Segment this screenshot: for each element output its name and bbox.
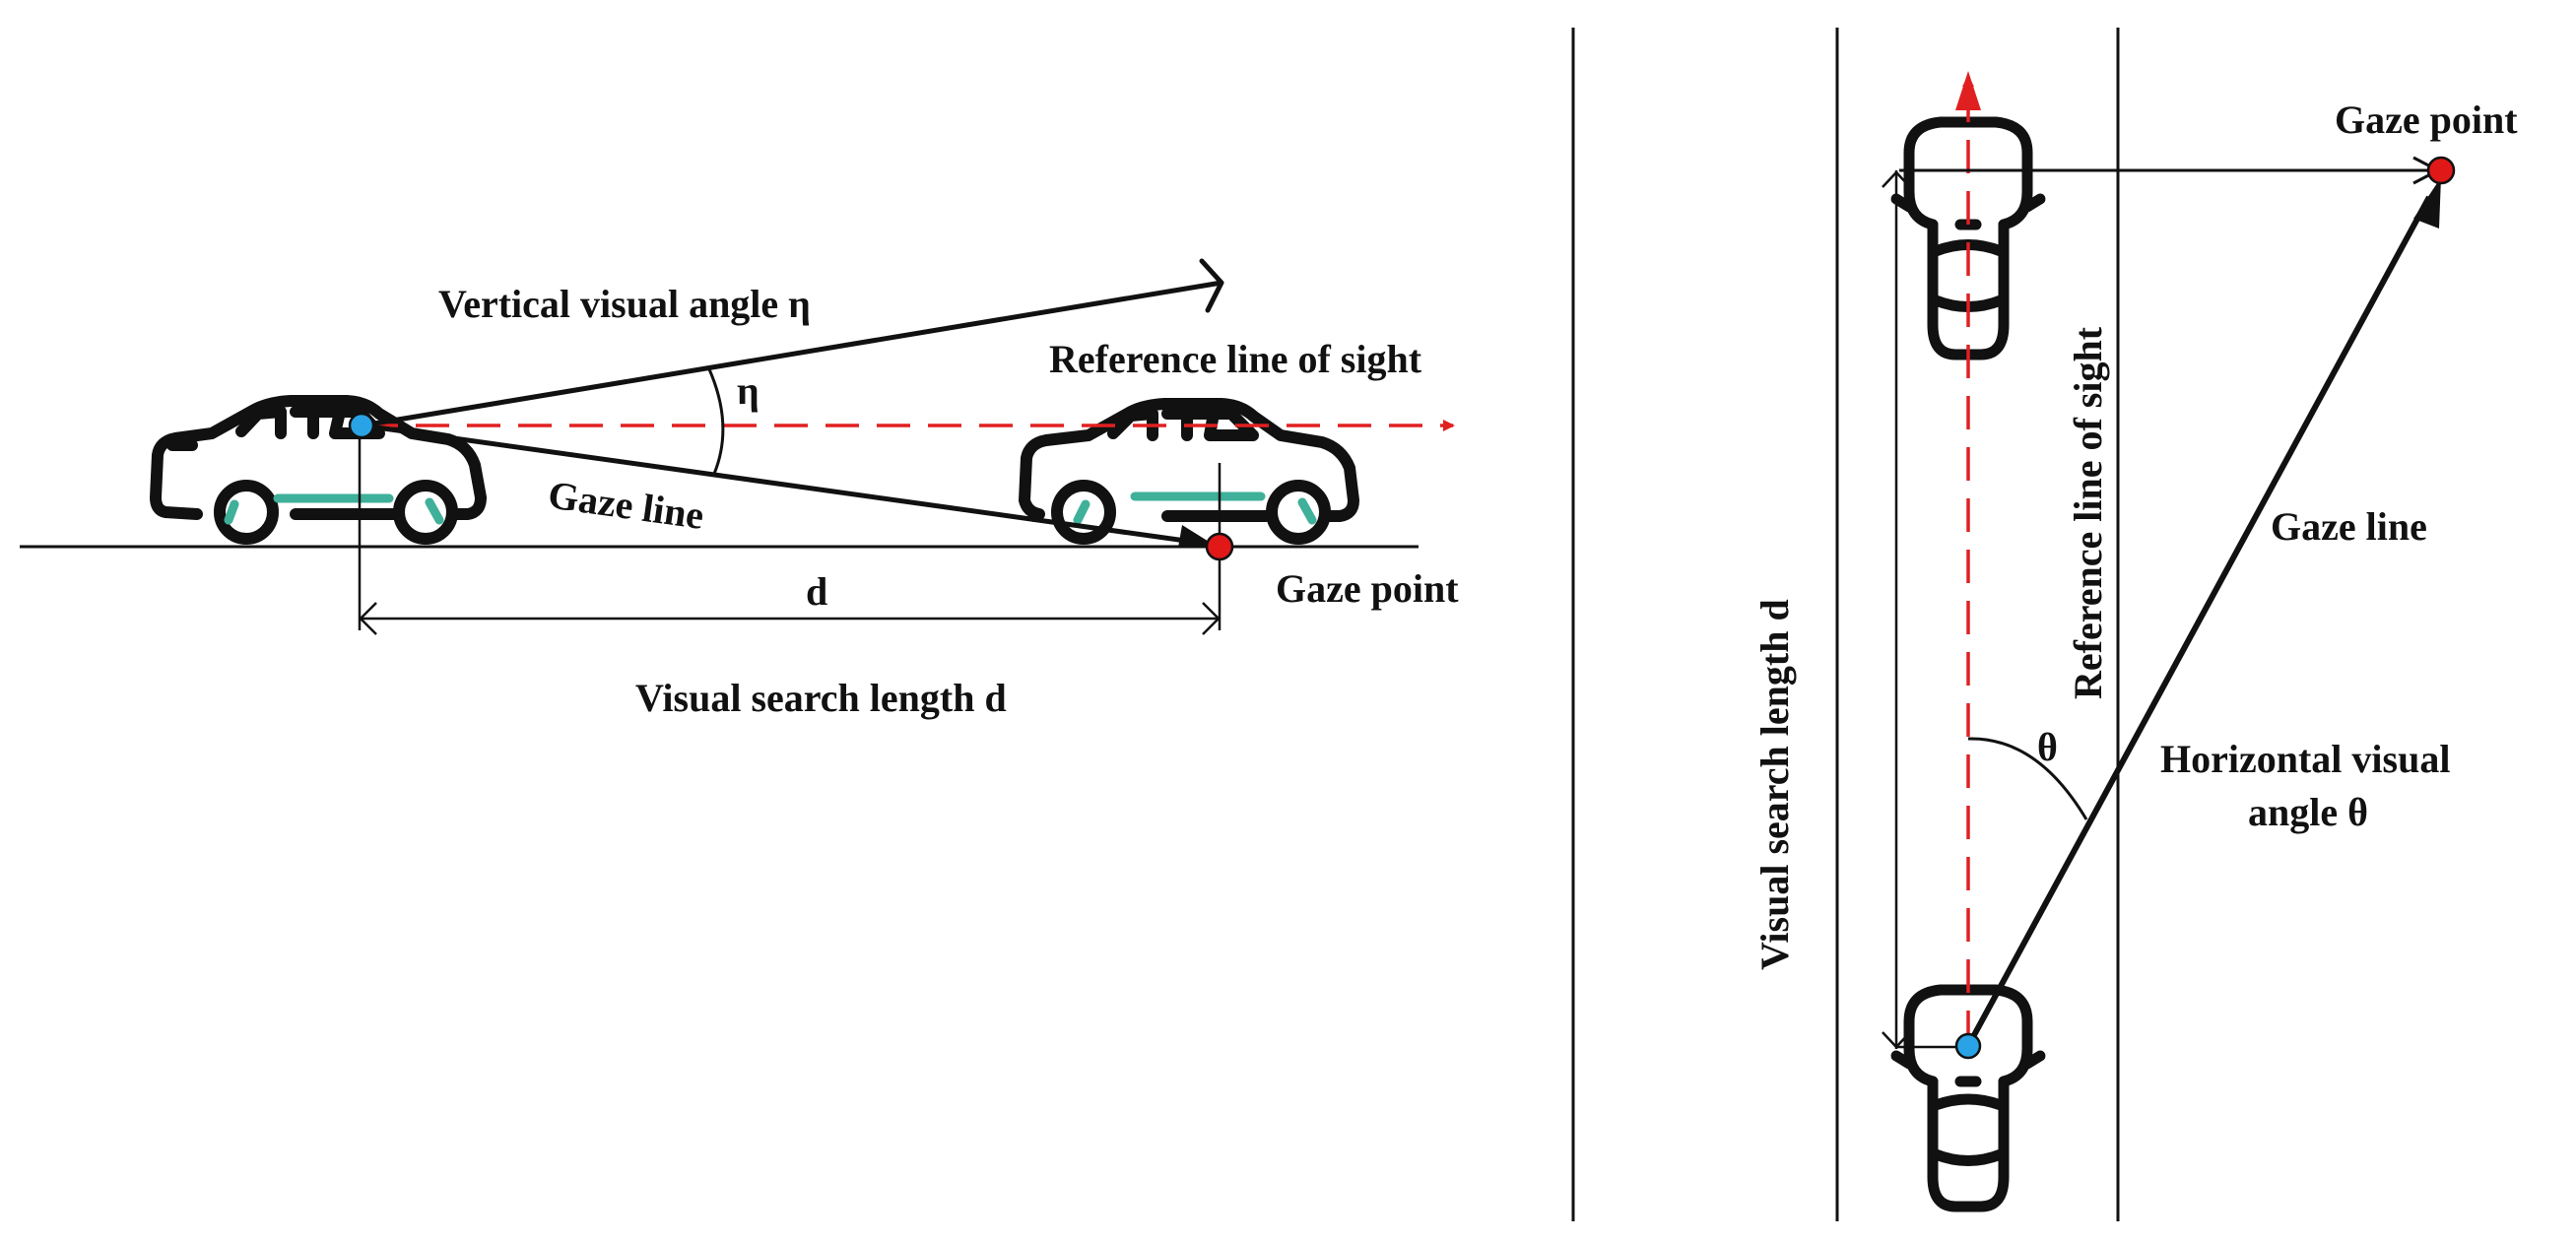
reference-label-side: Reference line of sight <box>1049 337 1422 381</box>
front-car-side <box>1019 398 1359 545</box>
rear-car-accents <box>224 493 444 525</box>
gaze-point-label-top: Gaze point <box>2335 98 2518 142</box>
vertical-angle-label: Vertical visual angle η <box>438 282 811 326</box>
theta-symbol: θ <box>2037 725 2058 769</box>
upper-sight-line <box>362 280 1222 428</box>
dim-arrow-right <box>1202 602 1221 635</box>
gaze-line-top <box>1965 195 2432 1048</box>
reference-line-top-arrowhead <box>1955 71 1981 110</box>
dim-arrow-left <box>359 602 377 635</box>
search-length-label-top: Visual search length d <box>1752 599 1797 970</box>
gaze-line-label-top: Gaze line <box>2271 504 2427 549</box>
front-car-accents <box>1073 491 1317 525</box>
horizontal-angle-label-2: angle θ <box>2248 790 2368 834</box>
upper-sight-arrowhead <box>1199 258 1224 313</box>
rear-car-side <box>150 395 487 545</box>
theta-arc <box>1967 737 2088 820</box>
eye-point-side <box>348 412 375 439</box>
gaze-line-top-arrowhead <box>2413 177 2441 229</box>
search-length-label-side: Visual search length d <box>635 676 1007 720</box>
gaze-line-label-side: Gaze line <box>546 472 707 538</box>
gaze-point-top <box>2426 156 2456 185</box>
side-view: Vertical visual angle η η Reference line… <box>20 258 1459 720</box>
gaze-line-side <box>362 423 1215 548</box>
eye-point-top <box>1954 1032 1982 1060</box>
eta-symbol: η <box>737 368 760 413</box>
dim-top-arrow-up <box>1882 170 1911 188</box>
horizontal-angle-label-1: Horizontal visual <box>2160 737 2450 781</box>
gaze-point-label-side: Gaze point <box>1276 566 1459 611</box>
eta-arc <box>707 368 725 475</box>
top-view: Gaze point Reference line of sight Gaze … <box>1752 28 2518 1221</box>
gaze-line-side-arrowhead <box>1178 525 1214 548</box>
gaze-point-side <box>1205 532 1234 561</box>
reference-label-top: Reference line of sight <box>2066 326 2110 699</box>
d-symbol: d <box>806 569 827 614</box>
